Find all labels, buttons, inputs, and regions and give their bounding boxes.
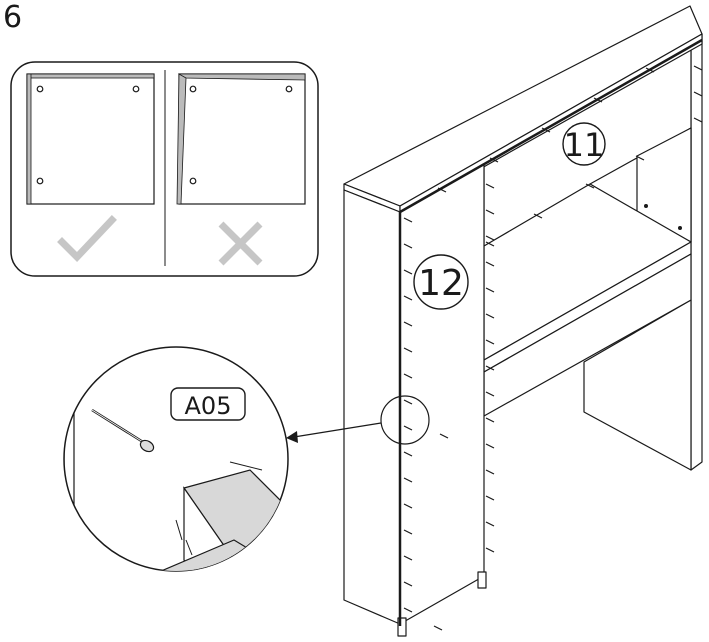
part-label-11: 11 [562,122,606,166]
wrong-alignment-example [176,73,306,205]
side-panel-12 [399,163,485,625]
nail-icon [91,408,155,453]
arrow-head-icon [286,431,298,443]
detail-callout-circle [380,395,430,445]
magnified-detail: A05 [63,346,289,572]
correct-alignment-example [26,73,155,205]
cam-dot [678,226,682,230]
cam-dot [644,204,648,208]
alignment-check-panel [10,61,319,277]
part-label-12: 12 [413,254,469,310]
detail-arrow [293,422,382,438]
hardware-code: A05 [185,392,232,420]
side-panel-outer [343,189,401,625]
furniture-assembly [343,5,703,637]
svg-text:12: 12 [418,263,464,304]
hardware-code-badge [170,387,246,421]
checkmark-icon [57,215,117,263]
nail-marks [403,65,703,631]
svg-text:11: 11 [564,126,605,164]
step-number: 6 [3,0,22,35]
right-panel-edge [690,33,703,471]
cross-icon [218,221,263,266]
